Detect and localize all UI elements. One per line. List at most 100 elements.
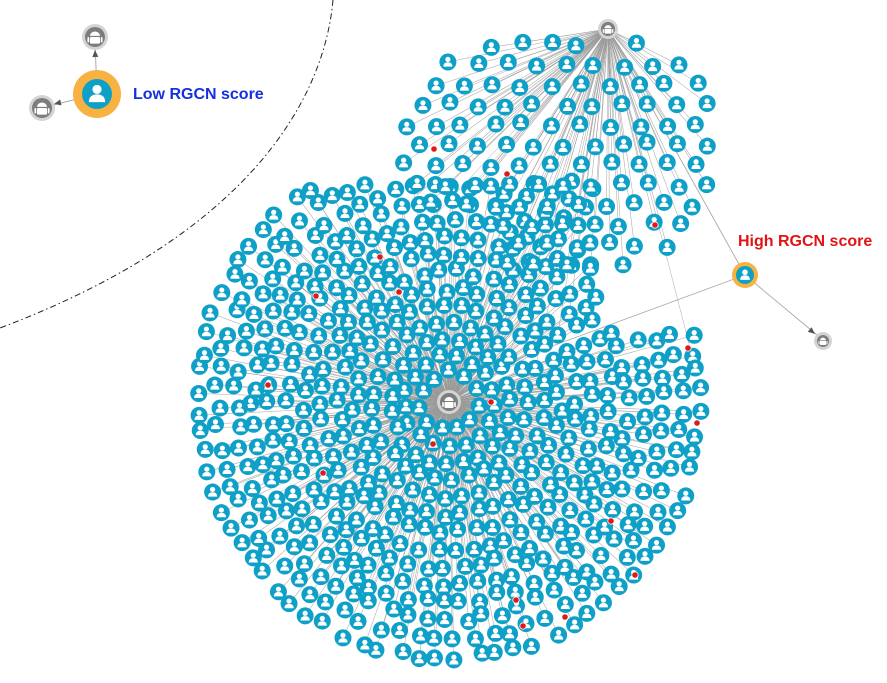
user-node[interactable] xyxy=(567,37,585,55)
user-node[interactable] xyxy=(555,537,573,555)
user-node[interactable] xyxy=(301,182,319,200)
user-node[interactable] xyxy=(280,433,298,451)
user-node[interactable] xyxy=(328,391,346,409)
user-node[interactable] xyxy=(276,319,294,337)
user-node[interactable] xyxy=(198,463,216,481)
user-node[interactable] xyxy=(578,353,596,371)
user-node[interactable] xyxy=(338,227,356,245)
user-node[interactable] xyxy=(448,418,466,436)
user-node[interactable] xyxy=(512,113,530,131)
user-node[interactable] xyxy=(618,548,636,566)
user-node[interactable] xyxy=(512,477,530,495)
user-node[interactable] xyxy=(634,425,652,443)
user-node[interactable] xyxy=(229,490,247,508)
user-node[interactable] xyxy=(204,483,222,501)
user-node[interactable] xyxy=(644,57,662,75)
user-node[interactable] xyxy=(276,227,294,245)
user-node[interactable] xyxy=(433,559,451,577)
user-node[interactable] xyxy=(327,507,345,525)
user-node[interactable] xyxy=(352,529,370,547)
user-node[interactable] xyxy=(428,118,446,136)
user-node[interactable] xyxy=(455,367,473,385)
user-node[interactable] xyxy=(419,589,437,607)
user-node[interactable] xyxy=(277,392,295,410)
user-node[interactable] xyxy=(288,188,306,206)
user-node[interactable] xyxy=(523,218,541,236)
user-node[interactable] xyxy=(342,443,360,461)
user-node[interactable] xyxy=(295,419,313,437)
user-node[interactable] xyxy=(285,538,303,556)
user-node[interactable] xyxy=(560,429,578,447)
user-node[interactable] xyxy=(418,298,436,316)
user-node[interactable] xyxy=(359,556,377,574)
user-node[interactable] xyxy=(496,318,514,336)
user-node[interactable] xyxy=(582,178,600,196)
user-node[interactable] xyxy=(411,319,429,337)
user-node[interactable] xyxy=(400,303,418,321)
device-hub-main[interactable] xyxy=(437,390,461,414)
user-node[interactable] xyxy=(324,448,342,466)
user-node[interactable] xyxy=(320,430,338,448)
user-node[interactable] xyxy=(213,284,231,302)
user-node[interactable] xyxy=(638,95,656,113)
user-node[interactable] xyxy=(401,234,419,252)
user-node[interactable] xyxy=(578,275,596,293)
user-node[interactable] xyxy=(427,157,445,175)
user-node[interactable] xyxy=(285,239,303,257)
user-node[interactable] xyxy=(446,211,464,229)
user-node[interactable] xyxy=(502,567,520,585)
user-node[interactable] xyxy=(304,515,322,533)
user-node[interactable] xyxy=(545,581,563,599)
user-node[interactable] xyxy=(386,444,404,462)
user-node[interactable] xyxy=(324,343,342,361)
user-node[interactable] xyxy=(305,481,323,499)
user-node[interactable] xyxy=(345,585,363,603)
user-node[interactable] xyxy=(419,610,437,628)
user-node[interactable] xyxy=(373,302,391,320)
user-node[interactable] xyxy=(338,184,356,202)
user-node[interactable] xyxy=(500,299,518,317)
user-node[interactable] xyxy=(526,588,544,606)
user-node[interactable] xyxy=(425,629,443,647)
user-node[interactable] xyxy=(612,174,630,192)
user-node[interactable] xyxy=(686,428,704,446)
user-node[interactable] xyxy=(295,401,313,419)
user-node[interactable] xyxy=(588,457,606,475)
user-node[interactable] xyxy=(267,337,285,355)
user-node[interactable] xyxy=(284,447,302,465)
user-node[interactable] xyxy=(583,385,601,403)
user-node[interactable] xyxy=(402,250,420,268)
user-node[interactable] xyxy=(350,420,368,438)
user-node[interactable] xyxy=(670,56,688,74)
user-node[interactable] xyxy=(605,530,623,548)
user-node[interactable] xyxy=(398,118,416,136)
user-node[interactable] xyxy=(427,77,445,95)
user-node[interactable] xyxy=(583,311,601,329)
user-node[interactable] xyxy=(469,231,487,249)
user-node[interactable] xyxy=(498,135,516,153)
user-node[interactable] xyxy=(435,296,453,314)
user-node[interactable] xyxy=(495,532,512,550)
user-node[interactable] xyxy=(340,480,358,498)
user-node[interactable] xyxy=(655,74,673,92)
user-node[interactable] xyxy=(636,408,654,426)
user-node[interactable] xyxy=(619,413,637,431)
user-node[interactable] xyxy=(531,279,549,297)
user-node[interactable] xyxy=(467,302,485,320)
user-node[interactable] xyxy=(309,194,327,212)
user-node[interactable] xyxy=(521,540,539,558)
user-node[interactable] xyxy=(501,625,519,643)
user-node[interactable] xyxy=(412,425,430,443)
user-node[interactable] xyxy=(499,53,517,71)
user-node[interactable] xyxy=(355,487,373,505)
user-node[interactable] xyxy=(444,191,462,209)
user-node[interactable] xyxy=(556,595,574,613)
user-node[interactable] xyxy=(660,325,678,343)
user-node[interactable] xyxy=(268,490,286,508)
user-node[interactable] xyxy=(369,368,387,386)
user-node[interactable] xyxy=(449,592,467,610)
low-score-account-node[interactable] xyxy=(73,70,121,118)
user-node[interactable] xyxy=(451,332,469,350)
user-node[interactable] xyxy=(326,483,344,501)
user-node[interactable] xyxy=(536,335,554,353)
